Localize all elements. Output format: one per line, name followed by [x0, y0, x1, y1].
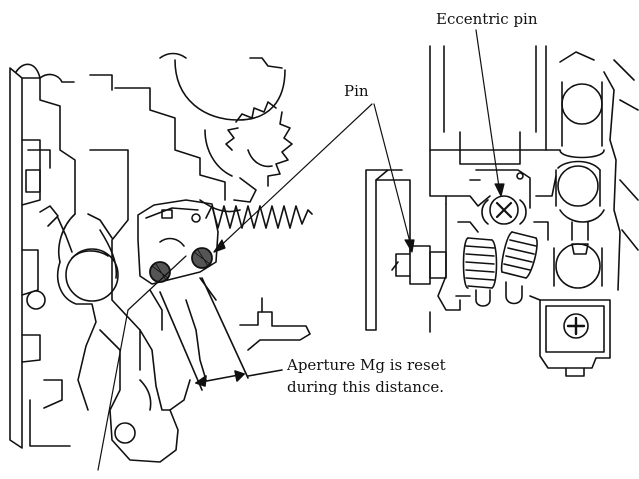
- right-springs: [457, 221, 549, 307]
- eccentric-pin-screw: [481, 195, 527, 225]
- right-frame: [365, 45, 561, 331]
- left-bottom-bracket: [239, 297, 311, 351]
- leader-lines: [97, 29, 505, 471]
- pin-label: Pin: [344, 82, 369, 100]
- distance-arrows: [159, 277, 283, 391]
- right-pin-stub: [391, 245, 447, 285]
- right-rollers: [553, 51, 639, 291]
- aperture-reset-note-line1: Aperture Mg is reset: [287, 356, 446, 374]
- left-levers: [29, 149, 141, 447]
- right-top-block: [459, 131, 531, 209]
- aperture-reset-note: Aperture Mg is reset during this distanc…: [287, 356, 446, 396]
- left-pin-plate: [137, 199, 219, 331]
- left-spring: [205, 205, 313, 229]
- left-frame: [9, 63, 76, 449]
- right-link: [429, 175, 557, 333]
- dark-pins: [149, 247, 213, 283]
- aperture-reset-note-line2: during this distance.: [287, 378, 444, 396]
- left-lower-arm: [99, 299, 207, 463]
- left-roller: [65, 248, 119, 302]
- eccentric-pin-label: Eccentric pin: [436, 10, 538, 28]
- right-bottom-plate: [529, 295, 611, 377]
- left-gear-upper: [89, 52, 286, 201]
- left-toothed-gear: [199, 101, 293, 213]
